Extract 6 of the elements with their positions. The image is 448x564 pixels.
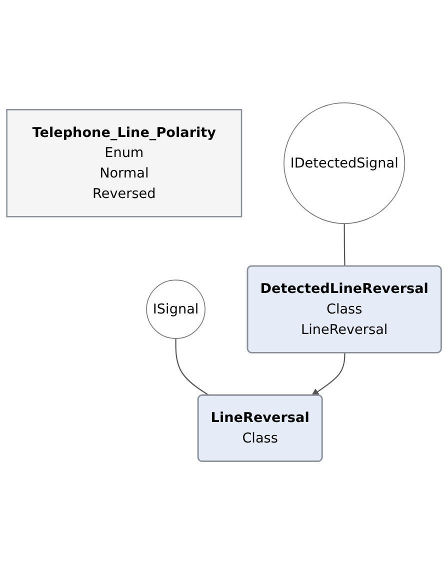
connector xyxy=(344,224,346,266)
connector xyxy=(175,338,210,396)
node-circle: IDetectedSignal xyxy=(284,102,406,224)
node-box: Telephone_Line_Polarity Enum Normal Reversed xyxy=(6,109,242,218)
arrow xyxy=(312,352,346,396)
node-circle: ISignal xyxy=(146,280,206,339)
